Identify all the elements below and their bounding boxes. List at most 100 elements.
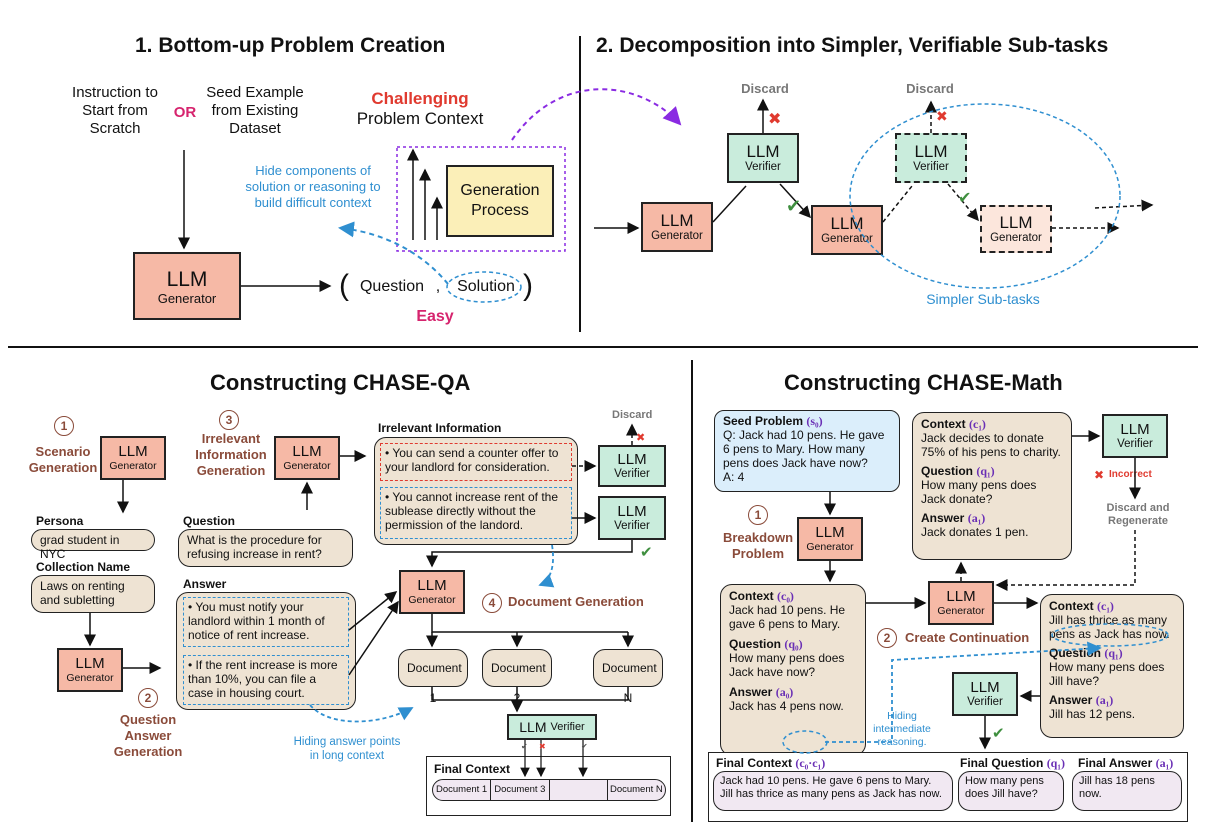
verifier-label: Verifier [614, 467, 650, 480]
solution-dashed-ellipse [446, 271, 522, 303]
p1-llm-generator: LLM Generator [133, 252, 241, 320]
final-question-value: How many pens does Jill have? [958, 771, 1064, 811]
qa-verifier-2: LLM Verifier [598, 496, 666, 540]
reject-mark: ✖ [1094, 468, 1104, 482]
seed-example-text: Seed Example from Existing Dataset [206, 84, 304, 137]
final-answer-label-text: Final Answer [1078, 756, 1153, 770]
discard-text-1: Discard [741, 81, 789, 96]
incorrect-text: Incorrect [1109, 469, 1152, 480]
math-breakdown-generator: LLM Generator [797, 517, 863, 561]
context-label-text: Context [729, 589, 774, 603]
question-label-text: Question [921, 464, 974, 478]
seed-problem-card: Seed Problem (s₀) Q: Jack had 10 pens. H… [714, 410, 900, 492]
final-context-label: Final Context (c₀·c₁) [716, 756, 825, 770]
qa-step3-label: Irrelevant Information Generation [195, 431, 267, 478]
final-answer-label: Final Answer (a₁) [1078, 756, 1173, 770]
instruction-text: Instruction to Start from Scratch [72, 84, 158, 137]
llm-label: LLM [946, 587, 976, 605]
qa-step1-label: Scenario Generation [28, 444, 98, 475]
seed-answer-text: A: 4 [723, 470, 745, 484]
qa-final-context-row: Document 1 Document 3 Document N [432, 779, 666, 801]
irrelevant-card [374, 437, 578, 545]
llm-label: LLM [617, 502, 647, 520]
llm-label: LLM [292, 442, 322, 460]
verifier-label: Verifier [913, 161, 949, 173]
easy-text: Easy [416, 308, 454, 325]
p2-verifier-2: LLM Verifier [895, 133, 967, 183]
p2-generator-2: LLM Generator [811, 205, 883, 255]
qa-title: Constructing CHASE-QA [210, 370, 471, 395]
generator-label: Generator [806, 540, 854, 553]
answer-label-text: Answer [921, 511, 965, 525]
irrelevant-point-1-text: You can send a counter offer to your lan… [385, 446, 559, 474]
hidden-value-ellipse [782, 730, 828, 754]
final-doc-1: Document 1 [433, 780, 492, 800]
q1-top-label: Question (q₁) [921, 464, 1063, 478]
qa-qa-generator: LLM Generator [57, 648, 123, 692]
math-c1-card: Context (c₁) Jill has thrice as many pen… [1040, 594, 1184, 738]
p2-verifier-1: LLM Verifier [727, 133, 799, 183]
q0-label: Question (q₀) [729, 637, 857, 651]
generator-label: Generator [990, 232, 1042, 244]
generation-process-label: Generation Process [460, 182, 540, 219]
document-2: Document 2 [482, 649, 552, 705]
final-question-label: Final Question (q₁) [960, 756, 1065, 770]
hiding-reasoning-note: Hiding intermediate reasoning. [873, 710, 931, 748]
a0-text: Jack has 4 pens now. [729, 699, 844, 713]
final-context-value: Jack had 10 pens. He gave 6 pens to Mary… [713, 771, 953, 811]
a1-symbol: (a₁) [1095, 693, 1114, 707]
a1-top-text: Jack donates 1 pen. [921, 525, 1029, 539]
verifier-label: Verifier [550, 721, 585, 733]
qa-step2-label: Question Answer Generation [113, 712, 183, 759]
qa-final-verifier: LLM Verifier [507, 714, 597, 740]
llm-label: LLM [166, 267, 208, 291]
c0-symbol: (c₀) [777, 589, 794, 603]
irrelevant-point-2-text: You cannot increase rent of the sublease… [385, 490, 559, 532]
context-label-text: Context [921, 417, 966, 431]
final-answer-value: Jill has 18 pens now. [1072, 771, 1182, 811]
collection-value: Laws on renting and subletting [31, 575, 155, 613]
generator-label: Generator [157, 290, 217, 306]
math-step2-label: Create Continuation [905, 630, 1030, 645]
math-step2-badge: 2 [877, 628, 897, 648]
context-label-text: Context [1049, 599, 1094, 613]
final-question-label-text: Final Question [960, 756, 1044, 770]
c1-text: Jill has thrice as many pens as Jack has… [1049, 613, 1170, 641]
final-context-symbol: (c₀·c₁) [795, 756, 826, 770]
generator-label: Generator [937, 604, 985, 617]
c0-text: Jack had 10 pens. He gave 6 pens to Mary… [729, 603, 846, 631]
answer-point-2-text: If the rent increase is more than 10%, y… [188, 658, 338, 700]
llm-label: LLM [118, 442, 148, 460]
question-text: Question [359, 278, 425, 295]
math-c0-card: Context (c₀) Jack had 10 pens. He gave 6… [720, 584, 866, 756]
generator-label: Generator [408, 593, 456, 606]
final-doc-empty [550, 780, 608, 800]
qa-step4-label: Document Generation [508, 594, 644, 609]
qa-irrelevant-generator: LLM Generator [274, 436, 340, 480]
c1-label: Context (c₁) [1049, 599, 1175, 613]
hidden-phrase-ellipse [1051, 623, 1169, 647]
seed-problem-text: Q: Jack had 10 pens. He gave 6 pens to M… [723, 428, 885, 470]
verifier-label: Verifier [967, 695, 1003, 708]
qa-verifier-1: LLM Verifier [598, 445, 666, 487]
reject-mark: ✖ [768, 109, 781, 128]
qa-step4-badge: 4 [482, 593, 502, 613]
qa-final-context-label: Final Context [434, 762, 511, 776]
llm-label: LLM [660, 211, 694, 230]
question-label: Question [183, 514, 236, 528]
answer-card [176, 592, 356, 710]
accept-mark: ✔ [958, 188, 971, 207]
llm-label: LLM [970, 678, 1000, 696]
problem-context-dashed-box [396, 146, 566, 252]
generator-label: Generator [66, 671, 114, 684]
q0-symbol: (q₀) [784, 637, 803, 651]
irrelevant-point-2: • You cannot increase rent of the sublea… [380, 487, 572, 539]
math-continuation-generator: LLM Generator [928, 581, 994, 625]
a0-symbol: (a₀) [775, 685, 794, 699]
llm-label: LLM [617, 450, 647, 468]
final-question-symbol: (q₁) [1046, 756, 1065, 770]
seed-problem-label: Seed Problem (s₀) [723, 414, 891, 428]
document-n: Document N [593, 649, 663, 705]
answer-point-1: • You must notify your landlord within 1… [183, 597, 349, 647]
